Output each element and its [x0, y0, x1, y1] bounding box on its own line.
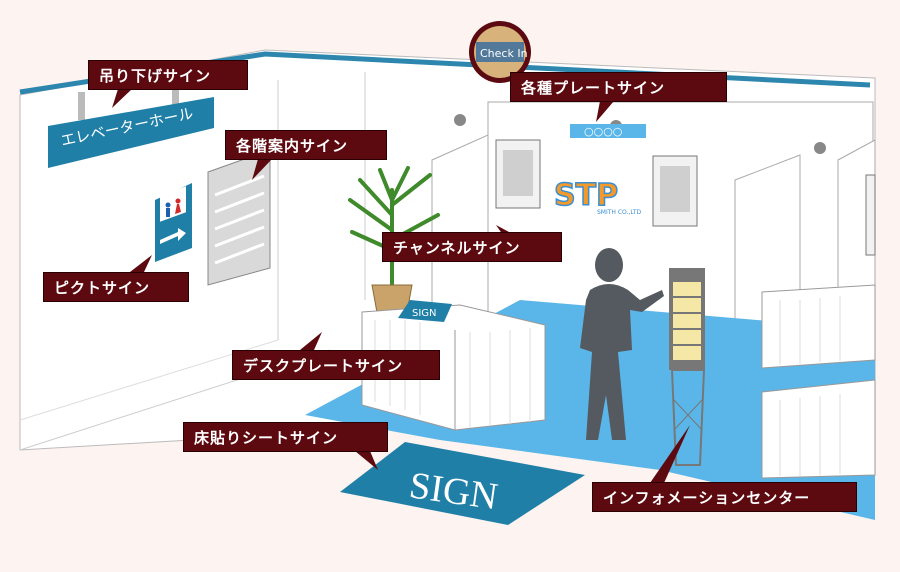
brochure [673, 298, 701, 312]
label-channel-sign: チャンネルサイン [382, 232, 562, 262]
hanging-rod [78, 92, 85, 120]
brochure-rack [669, 268, 706, 466]
female-icon-body [175, 204, 181, 214]
floor-sheet-sign [340, 442, 585, 525]
male-icon [165, 202, 171, 208]
check-in-text: Check In [480, 47, 528, 60]
poster-frame [865, 174, 876, 256]
desk-plate-sign [398, 300, 452, 322]
rack-stand [670, 369, 706, 466]
floor-guide-louvers [214, 174, 265, 265]
brochure [673, 282, 701, 296]
person-silhouette [580, 248, 664, 440]
plate-sign [570, 124, 646, 138]
poster-content [503, 150, 533, 196]
brochure [673, 314, 701, 328]
label-hanging-sign: 吊り下げサイン [88, 60, 248, 90]
brochure [673, 330, 701, 344]
side-desk [761, 284, 876, 369]
reception-desk [361, 304, 546, 431]
elevator-hall-sign [48, 97, 214, 168]
arrow-right-icon [160, 228, 186, 244]
channel-sign-sub: SMITH CO.,LTD [597, 209, 642, 216]
label-info-center: インフォメーションセンター [592, 482, 857, 512]
brochure [673, 346, 701, 360]
male-icon-body [166, 208, 170, 217]
label-floor-sheet-sign: 床貼りシートサイン [183, 422, 388, 452]
hanging-rod [172, 88, 179, 108]
label-desk-plate-sign: デスクプレートサイン [232, 350, 440, 380]
side-desk [761, 379, 876, 479]
poster-content [660, 166, 690, 212]
label-plate-signs: 各種プレートサイン [510, 72, 727, 102]
channel-sign-logo: STP [554, 178, 618, 213]
side-desk-drape [779, 296, 841, 476]
label-floor-guide-sign: 各階案内サイン [225, 130, 387, 160]
rack-brace [673, 399, 703, 431]
plate-sign-text: ○○○○ [584, 125, 622, 138]
label-pictogram-sign: ピクトサイン [43, 272, 189, 302]
check-in-banner [476, 42, 524, 62]
callout-pointers [112, 89, 690, 483]
desk-plate-text: SIGN [412, 308, 437, 319]
female-icon [175, 198, 181, 204]
